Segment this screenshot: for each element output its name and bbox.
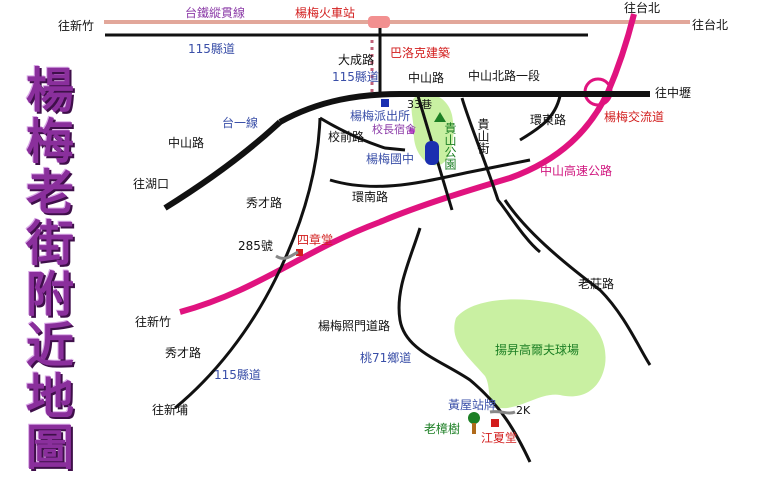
freeway-line: [179, 13, 637, 315]
baroque-label: 巴洛克建築: [390, 45, 450, 60]
map-title: 楊 梅 老 街 附 近 地 圖: [18, 66, 82, 474]
provincial-road-1-label: 台一線: [222, 115, 258, 130]
to-hsinchu-bottom-label: 往新竹: [135, 314, 171, 329]
huandong-road: [519, 95, 562, 142]
rail-line-label: 台鐵縱貫線: [185, 5, 245, 20]
sizhang-marker: [296, 249, 303, 256]
to-xinpu-label: 往新埔: [152, 402, 188, 417]
tao71-label: 桃71鄉道: [360, 350, 411, 365]
golf-course-area: [454, 299, 606, 409]
principal-dorm-label: 校長宿舍: [372, 122, 416, 136]
laozhuang-road: [503, 199, 652, 366]
lane-33-label: 33巷: [407, 98, 432, 111]
zhongshan-road-left-label: 中山路: [168, 135, 204, 150]
no285-label: 285號: [238, 239, 273, 253]
huangwu-stop-label: 黃屋站牌: [448, 398, 496, 412]
to-taipei-top-label: 往台北: [624, 0, 660, 15]
xiucai-road: [174, 117, 322, 410]
to-hsinchu-top-label: 往新竹: [58, 18, 94, 33]
guishan-street-label: 貴山街: [476, 118, 490, 154]
sizhang-hall-label: 四章堂: [297, 232, 333, 247]
freeway-label: 中山高速公路: [540, 163, 612, 178]
laozhuang-road-label: 老莊路: [578, 276, 614, 291]
dacheng-road-label: 大成路: [338, 52, 374, 67]
xiucai-road-bottom-label: 秀才路: [165, 345, 201, 360]
zhaomen-road: [397, 227, 532, 463]
guishan-street: [460, 97, 541, 254]
dorm-marker: [409, 128, 415, 134]
to-taipei-right-label: 往台北: [692, 17, 728, 32]
park-icon: [434, 112, 446, 122]
camphor-label: 老樟樹: [424, 421, 460, 436]
camphor-trunk: [472, 423, 476, 434]
yangmei-jhs-marker: [425, 141, 439, 165]
title-char: 附: [25, 267, 74, 323]
xiaoqian-road-label: 校前路: [328, 129, 364, 144]
to-hukou-label: 往湖口: [133, 176, 169, 191]
to-zhongli-label: 往中壢: [655, 85, 691, 100]
km2-label: 2K: [516, 404, 531, 417]
county-115-top-label: 115縣道: [188, 42, 235, 56]
huandong-road-label: 環東路: [530, 112, 566, 127]
title-char: 街: [25, 216, 74, 272]
golf-course-label: 揚昇高爾夫球場: [495, 342, 579, 357]
title-char: 地: [25, 369, 74, 425]
county-115-bottom-label: 115縣道: [214, 368, 261, 382]
no285-connector: [275, 250, 299, 260]
title-char: 梅: [25, 114, 74, 170]
huannan-road-label: 環南路: [352, 189, 388, 204]
police-marker: [381, 99, 389, 107]
county-115-mid-label: 115縣道: [332, 70, 379, 84]
interchange-label: 楊梅交流道: [604, 109, 664, 124]
provincial-road-1: [163, 119, 283, 211]
title-char: 圖: [25, 420, 74, 476]
jiangxia-hall-label: 江夏堂: [481, 431, 517, 445]
title-char: 近: [25, 318, 74, 374]
camphor-icon: [468, 412, 480, 424]
station-marker: [368, 16, 390, 28]
zhongshan-north-road-label: 中山北路一段: [468, 68, 540, 83]
yangmei-jhs-label: 楊梅國中: [366, 151, 414, 166]
zhongshan-north-road: [278, 91, 650, 125]
police-label: 楊梅派出所: [350, 108, 410, 123]
title-char: 老: [25, 165, 74, 221]
jiangxia-marker: [491, 419, 499, 427]
zhaomen-road-label: 楊梅照門道路: [318, 318, 390, 333]
zhongshan-road-top-label: 中山路: [408, 70, 444, 85]
guishan-park-label: 貴山公園: [443, 122, 457, 170]
title-char: 楊: [25, 63, 74, 119]
huannan-road: [329, 158, 531, 188]
km2-connector: [489, 410, 516, 415]
xiucai-road-top-label: 秀才路: [246, 195, 282, 210]
station-label: 楊梅火車站: [295, 5, 355, 20]
xiaoqian-road: [319, 116, 406, 152]
